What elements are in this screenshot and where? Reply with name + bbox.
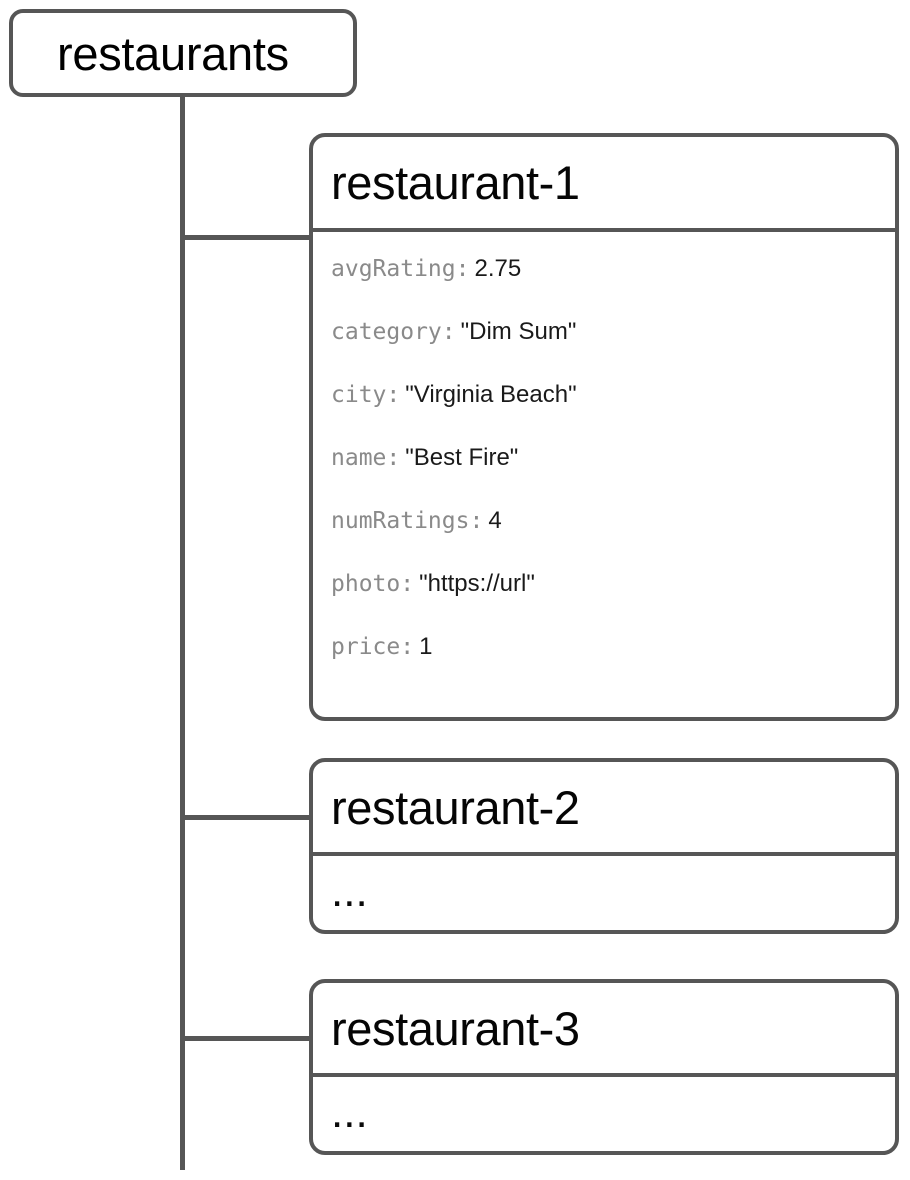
field-row: numRatings:4: [331, 509, 502, 533]
field-row: category:"Dim Sum": [331, 320, 576, 344]
field-row: avgRating:2.75: [331, 257, 521, 281]
field-placeholder-ellipsis: ...: [331, 867, 368, 916]
document-node-fields: ...: [313, 1077, 895, 1151]
field-key-category: category:: [331, 319, 456, 345]
document-node-title: restaurant-3: [331, 1001, 580, 1055]
branch-line-restaurant-3: [180, 1036, 312, 1041]
field-key-price: price:: [331, 634, 415, 660]
document-node-fields: avgRating:2.75 category:"Dim Sum" city:"…: [313, 232, 895, 717]
field-row: city:"Virginia Beach": [331, 383, 577, 407]
branch-line-restaurant-1: [180, 235, 312, 240]
document-node-restaurant-1[interactable]: restaurant-1 avgRating:2.75 category:"Di…: [309, 133, 899, 721]
field-key-name: name:: [331, 445, 401, 471]
field-value-price: 1: [419, 633, 433, 660]
document-node-restaurant-3[interactable]: restaurant-3 ...: [309, 979, 899, 1155]
field-value-photo: "https://url": [419, 570, 535, 597]
field-row: name:"Best Fire": [331, 446, 518, 470]
field-value-numRatings: 4: [488, 507, 502, 534]
collection-node-label: restaurants: [57, 26, 289, 80]
field-key-photo: photo:: [331, 571, 415, 597]
document-node-fields: ...: [313, 856, 895, 930]
collection-node-restaurants[interactable]: restaurants: [9, 9, 357, 97]
document-node-header: restaurant-3: [313, 983, 895, 1077]
document-node-restaurant-2[interactable]: restaurant-2 ...: [309, 758, 899, 934]
field-placeholder-ellipsis: ...: [331, 1088, 368, 1137]
field-key-numRatings: numRatings:: [331, 508, 484, 534]
document-node-header: restaurant-1: [313, 137, 895, 232]
branch-line-restaurant-2: [180, 815, 312, 820]
field-value-city: "Virginia Beach": [405, 381, 577, 408]
field-key-avgRating: avgRating:: [331, 256, 470, 282]
document-node-header: restaurant-2: [313, 762, 895, 856]
document-node-title: restaurant-2: [331, 780, 580, 834]
field-value-avgRating: 2.75: [474, 255, 522, 282]
field-key-city: city:: [331, 382, 401, 408]
document-node-title: restaurant-1: [331, 156, 580, 209]
field-row: price:1: [331, 635, 432, 659]
field-row: photo:"https://url": [331, 572, 535, 596]
field-value-category: "Dim Sum": [460, 318, 577, 345]
tree-trunk-line: [180, 93, 185, 1170]
field-value-name: "Best Fire": [405, 444, 519, 471]
